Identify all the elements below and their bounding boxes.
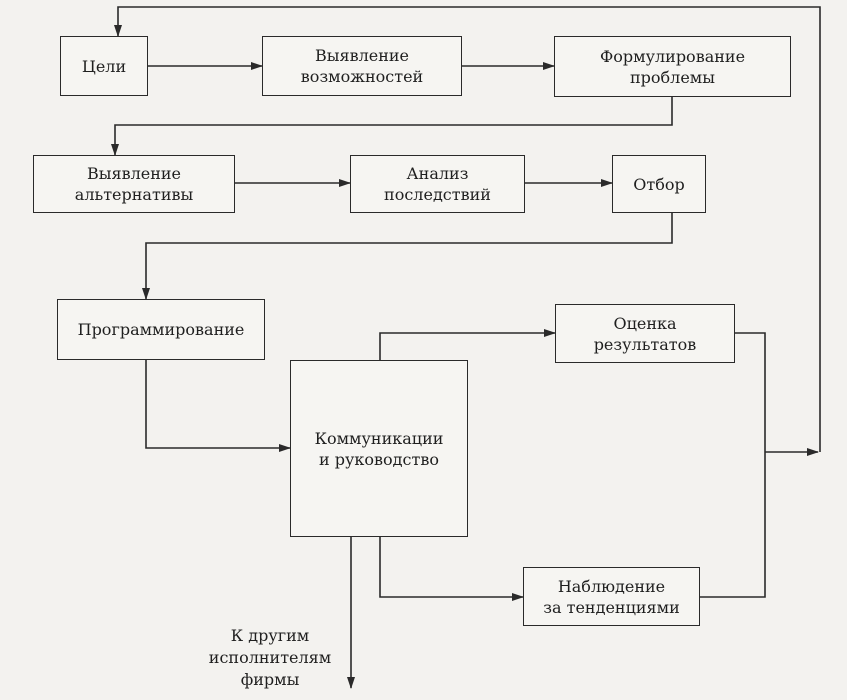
other-executors-note: К другим исполнителям фирмы: [195, 603, 345, 691]
opportunities-label: Выявление возможностей: [300, 46, 424, 86]
arrow-communication-to-evaluation: [379, 329, 556, 360]
trends-label: Наблюдение за тенденциями: [543, 576, 680, 617]
analysis-label: Анализ последствий: [384, 164, 491, 204]
communication-label: Коммуникации и руководство: [314, 428, 444, 469]
goals-label: Цели: [81, 56, 127, 76]
alternatives-label: Выявление альтернативы: [74, 164, 194, 204]
line-trends-out: [700, 452, 766, 598]
problem-label: Формулирование проблемы: [599, 46, 746, 87]
selection-label: Отбор: [633, 174, 685, 194]
arrow-feedback-to-goals: [114, 6, 821, 452]
evaluation-label: Оценка результатов: [593, 313, 697, 354]
opportunities-box: Выявление возможностей: [262, 36, 462, 96]
other-executors-label: К другим исполнителям фирмы: [208, 626, 332, 689]
arrow-selection-to-programming: [142, 213, 673, 300]
selection-box: Отбор: [612, 155, 706, 213]
line-evaluation-out: [735, 332, 766, 452]
arrow-problem-to-alternatives: [111, 97, 673, 156]
communication-box: Коммуникации и руководство: [290, 360, 468, 537]
arrow-communication-to-trends: [379, 537, 524, 601]
evaluation-box: Оценка результатов: [555, 304, 735, 363]
programming-box: Программирование: [57, 299, 265, 360]
analysis-box: Анализ последствий: [350, 155, 525, 213]
trends-box: Наблюдение за тенденциями: [523, 567, 700, 626]
programming-label: Программирование: [77, 320, 245, 339]
problem-box: Формулирование проблемы: [554, 36, 791, 97]
goals-box: Цели: [60, 36, 148, 96]
arrow-programming-to-communication: [145, 360, 291, 452]
alternatives-box: Выявление альтернативы: [33, 155, 235, 213]
